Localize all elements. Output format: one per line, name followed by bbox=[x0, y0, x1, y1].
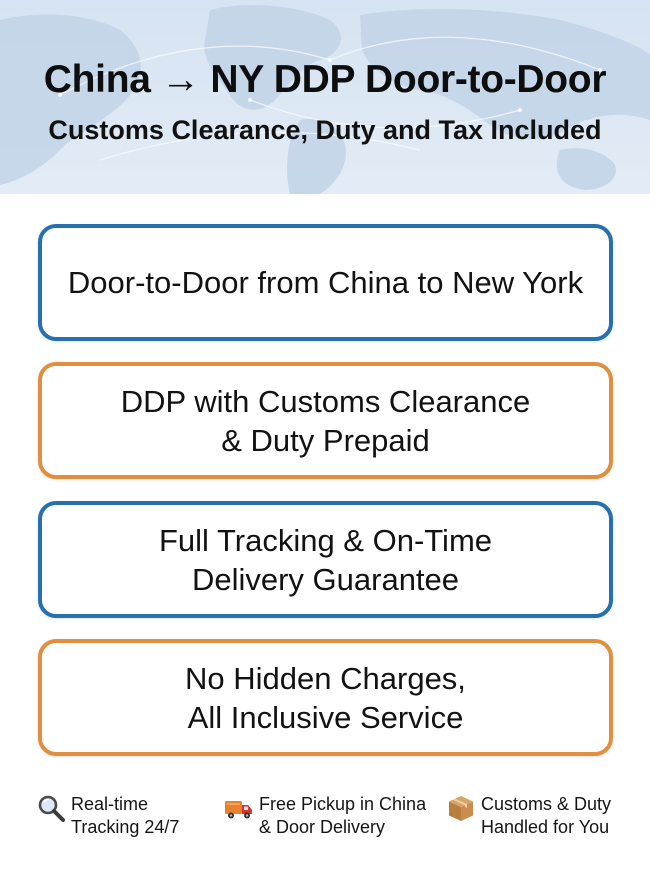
delivery-truck-icon bbox=[225, 801, 252, 819]
footer-feature-tracking: Real-time Tracking 24/7 bbox=[36, 793, 179, 839]
world-map-background bbox=[0, 5, 650, 194]
feature-card-ddp: DDP with Customs Clearance & Duty Prepai… bbox=[38, 362, 613, 479]
page-title: China → NY DDP Door-to-Door bbox=[43, 58, 607, 101]
feature-card-door-to-door: Door-to-Door from China to New York bbox=[38, 224, 613, 341]
feature-card-no-hidden-charges: No Hidden Charges, All Inclusive Service bbox=[38, 639, 613, 756]
feature-card-text: Door-to-Door from China to New York bbox=[67, 265, 584, 300]
feature-card-text: No Hidden Charges, All Inclusive Service bbox=[185, 660, 466, 735]
footer-feature-customs: Customs & Duty Handled for You bbox=[446, 793, 611, 839]
footer-feature-pickup: Free Pickup in China & Door Delivery bbox=[224, 793, 426, 839]
footer-feature-text: Customs & Duty Handled for You bbox=[481, 794, 612, 837]
page-subtitle: Customs Clearance, Duty and Tax Included bbox=[48, 115, 602, 145]
feature-card-tracking: Full Tracking & On-Time Delivery Guarant… bbox=[38, 501, 613, 618]
magnifier-icon bbox=[38, 795, 65, 822]
feature-card-text: DDP with Customs Clearance & Duty Prepai… bbox=[120, 383, 531, 458]
footer-feature-text: Free Pickup in China & Door Delivery bbox=[259, 794, 427, 837]
package-box-icon bbox=[449, 796, 473, 821]
header-banner: China → NY DDP Door-to-Door Customs Clea… bbox=[0, 0, 650, 194]
footer-feature-text: Real-time Tracking 24/7 bbox=[71, 794, 180, 837]
feature-card-text: Full Tracking & On-Time Delivery Guarant… bbox=[158, 522, 493, 597]
